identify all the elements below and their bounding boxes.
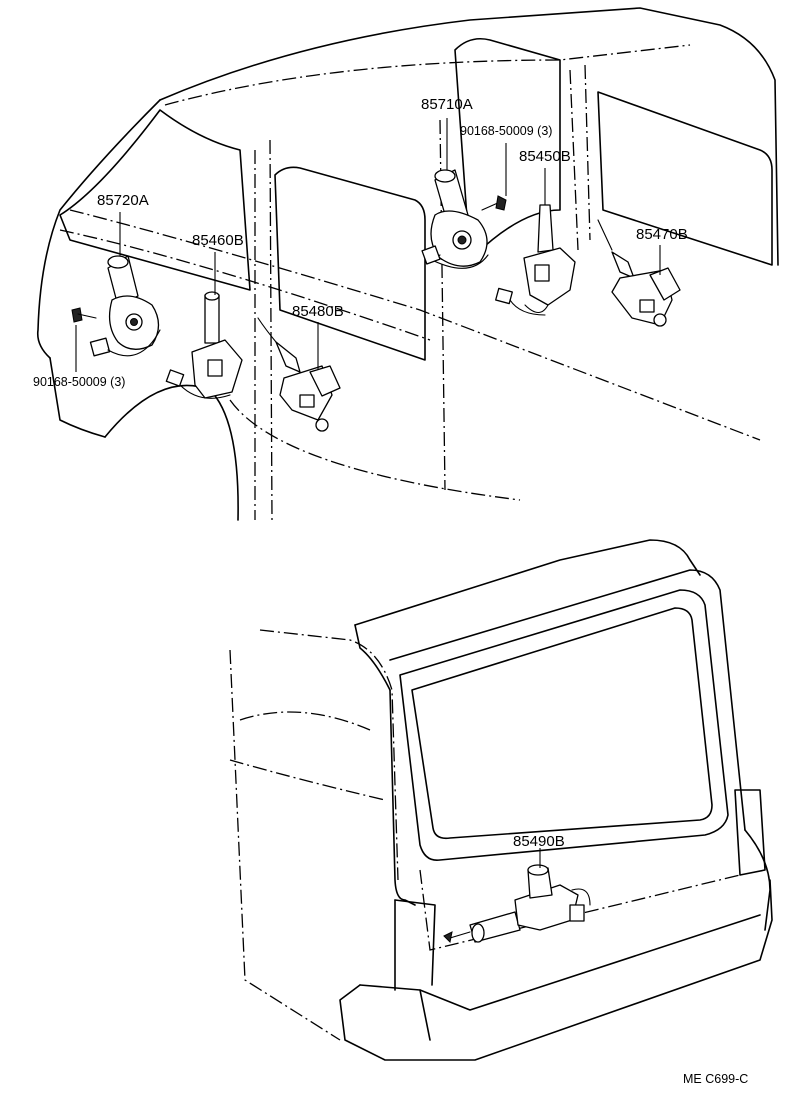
label-85480B: 85480B	[292, 303, 344, 320]
upper-vehicle-outline	[36, 7, 779, 521]
lower-vehicle-outline	[229, 539, 773, 1061]
label-85490B: 85490B	[513, 833, 565, 850]
part-85460B-actuator	[165, 291, 243, 399]
label-screw-right: 90168-50009 (3)	[460, 124, 553, 138]
part-85480B-actuator	[257, 317, 341, 432]
label-85460B: 85460B	[192, 232, 244, 249]
part-85450B-actuator	[495, 204, 576, 316]
part-85720A-motor	[89, 255, 161, 357]
screw-left	[71, 307, 97, 323]
footer-code: ME C699-C	[683, 1072, 749, 1086]
label-85710A: 85710A	[421, 96, 473, 113]
part-85470B-actuator	[597, 219, 681, 327]
label-85720A: 85720A	[97, 192, 149, 209]
label-85470B: 85470B	[636, 226, 688, 243]
label-screw-left: 90168-50009 (3)	[33, 375, 126, 389]
label-85450B: 85450B	[519, 148, 571, 165]
part-85490B-actuator	[443, 864, 591, 944]
screw-right	[481, 195, 507, 211]
part-85710A-motor	[421, 169, 489, 269]
